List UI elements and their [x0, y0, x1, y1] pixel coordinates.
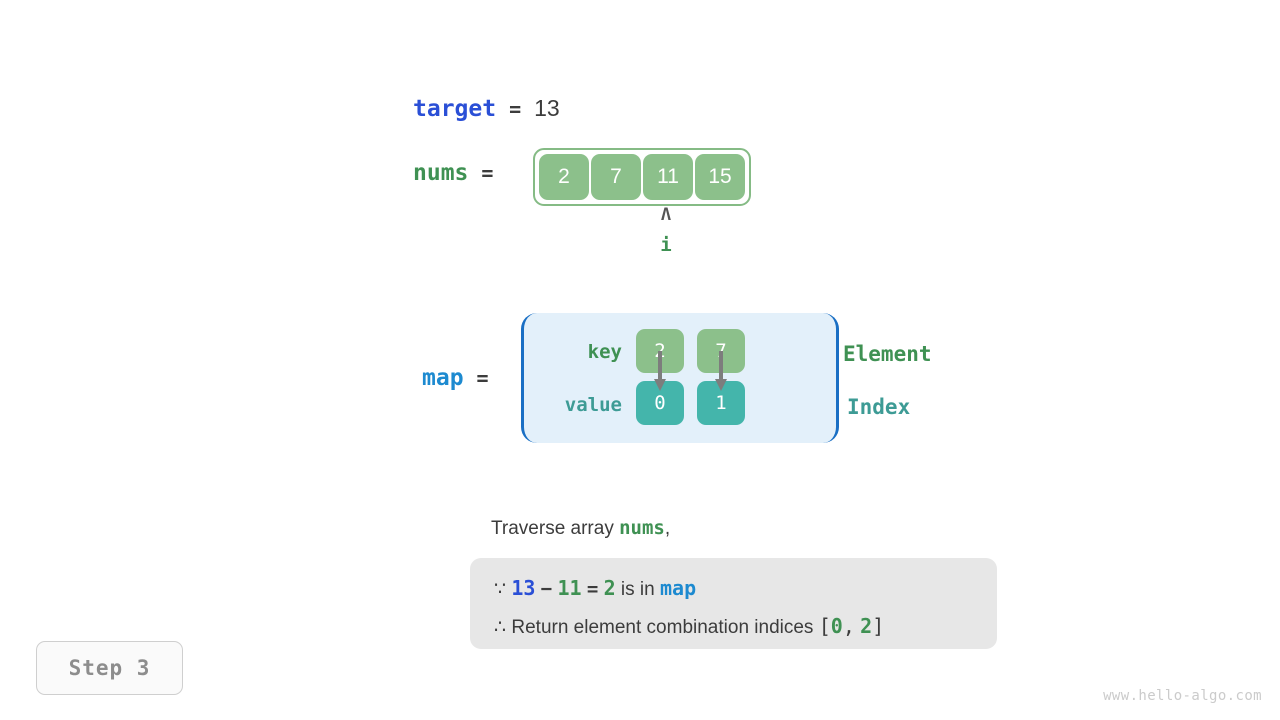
target-variable-name: target — [413, 96, 497, 122]
callout-complement-value: 2 — [603, 576, 616, 600]
bracket-open: [ — [818, 614, 831, 638]
hashmap-value-cell: 1 — [697, 381, 745, 425]
nums-assignment-row: nums = — [413, 160, 493, 186]
array-cell: 2 — [539, 154, 589, 200]
watermark: www.hello-algo.com — [1103, 688, 1262, 704]
nums-variable-name: nums — [413, 160, 469, 186]
hashmap-key-row-label: key — [587, 341, 622, 363]
therefore-symbol: ∴ — [494, 616, 507, 638]
target-assignment-row: target = 13 — [413, 95, 560, 122]
nums-equals-sign: = — [481, 161, 494, 185]
target-value: 13 — [534, 95, 560, 121]
description-prefix: Traverse array — [491, 518, 620, 539]
because-symbol: ∵ — [494, 578, 507, 600]
hashmap-value-row-label: value — [564, 394, 622, 416]
callout-return-text: Return element combination indices — [511, 617, 814, 638]
equals-operator: = — [586, 578, 599, 600]
hashmap-key-cell: 2 — [636, 329, 684, 373]
hashmap-entry-column: 2 0 — [636, 329, 684, 425]
array-cell: 7 — [591, 154, 641, 200]
pointer-label-i: i — [660, 234, 672, 256]
array-cell: 15 — [695, 154, 745, 200]
step-badge: Step 3 — [36, 641, 183, 695]
callout-operand-target: 13 — [511, 576, 536, 600]
callout-line-therefore: ∴ Return element combination indices [0,… — [494, 608, 997, 646]
description-highlight-nums: nums — [619, 517, 665, 539]
minus-operator: − — [540, 578, 553, 600]
caret-up-icon: Λ — [660, 205, 672, 225]
hashmap-legend: Element Index — [843, 313, 1023, 443]
legend-index-label: Index — [847, 395, 911, 419]
map-variable-name: map — [422, 365, 464, 391]
legend-element-label: Element — [843, 342, 932, 366]
hashmap-container: key value 2 0 7 1 — [521, 313, 839, 443]
hashmap-key-cell: 7 — [697, 329, 745, 373]
bracket-close: ] — [872, 614, 885, 638]
callout-map-name: map — [660, 576, 697, 600]
result-comma: , — [842, 614, 855, 638]
map-equals-sign: = — [476, 366, 489, 390]
result-index-1: 2 — [860, 614, 873, 638]
index-pointer-group: Λ i — [645, 206, 687, 255]
nums-array-container: 2 7 11 15 — [533, 148, 751, 206]
target-equals-sign: = — [509, 97, 522, 121]
hashmap-row-labels: key value — [524, 313, 634, 443]
map-assignment-row: map = — [422, 365, 489, 391]
callout-operand-current: 11 — [557, 576, 582, 600]
hashmap-entry-column: 7 1 — [697, 329, 745, 425]
callout-is-in-text: is in — [620, 579, 655, 600]
hashmap-value-cell: 0 — [636, 381, 684, 425]
callout-line-because: ∵ 13 − 11 = 2 is in map — [494, 570, 997, 608]
result-index-0: 0 — [830, 614, 843, 638]
description-suffix: , — [664, 518, 671, 539]
reasoning-callout-box: ∵ 13 − 11 = 2 is in map ∴ Return element… — [470, 558, 997, 649]
description-line: Traverse array nums, — [491, 517, 670, 540]
array-cell: 11 — [643, 154, 693, 200]
